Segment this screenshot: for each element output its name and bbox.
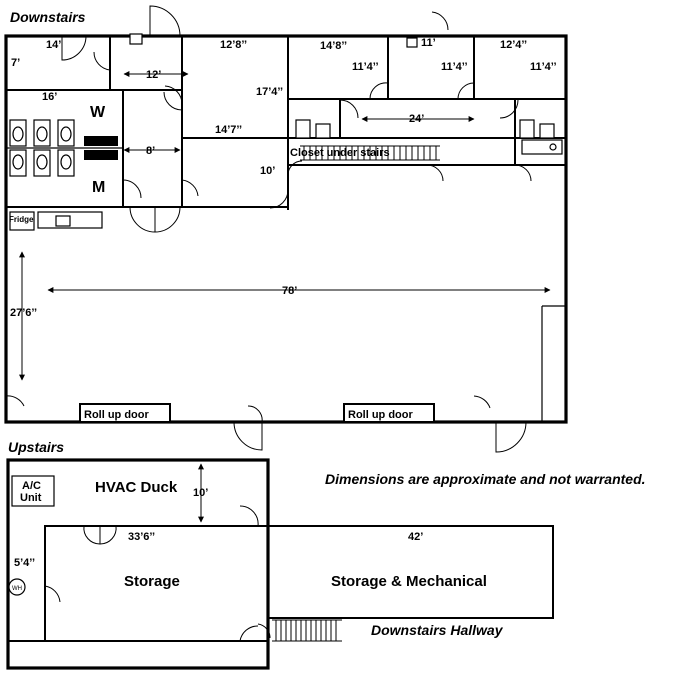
hvac-duck-label: HVAC Duck xyxy=(95,479,178,496)
doors xyxy=(5,5,532,453)
downstairs-hallway-stairs xyxy=(272,619,342,642)
downstairs-interior-walls xyxy=(6,36,566,422)
roll-up-doors xyxy=(79,403,435,423)
dim-12-8: 12’8’’ xyxy=(220,39,247,51)
upstairs-heading: Upstairs xyxy=(8,439,64,455)
dim-10: 10’ xyxy=(260,165,275,177)
closet-under-stairs-label: Closet under stairs xyxy=(290,147,390,159)
dim-12-4: 12’4’’ xyxy=(500,39,527,51)
restroom-fixtures xyxy=(9,119,563,231)
wall-windows xyxy=(220,35,348,208)
ac-unit-label-line2: Unit xyxy=(20,492,42,504)
dim-12: 12’ xyxy=(146,69,161,81)
dimension-arrows xyxy=(19,71,551,381)
dim-14-7: 14’7’’ xyxy=(215,124,242,136)
upstairs-walls xyxy=(6,458,554,670)
downstairs-outer-walls xyxy=(4,34,568,424)
fridge-label: Fridge xyxy=(9,215,34,224)
upstairs-doors xyxy=(44,505,271,642)
dim-11-4-b: 11’4’’ xyxy=(441,61,468,73)
dim-14-8: 14’8’’ xyxy=(320,40,347,52)
downstairs-hallway-label: Downstairs Hallway xyxy=(371,622,504,638)
dim-33-6: 33’6’’ xyxy=(128,531,155,543)
ac-unit xyxy=(11,475,55,507)
womens-restroom-label: W xyxy=(90,104,106,121)
hallway-stair-treads xyxy=(275,620,337,641)
dim-14: 14’ xyxy=(46,39,61,51)
roll-up-door-right-label: Roll up door xyxy=(348,409,413,421)
dim-24: 24’ xyxy=(409,113,424,125)
dim-78: 78’ xyxy=(282,285,297,297)
water-heater-icon xyxy=(8,578,26,596)
dim-7: 7’ xyxy=(11,57,20,69)
dim-11-4-a: 11’4’’ xyxy=(352,61,379,73)
dim-16: 16’ xyxy=(42,91,57,103)
dim-17-4: 17’4’’ xyxy=(256,86,283,98)
storage-mechanical-label: Storage & Mechanical xyxy=(331,573,487,590)
column-post xyxy=(129,33,143,45)
downstairs-heading: Downstairs xyxy=(10,9,86,25)
water-heater-label: WH xyxy=(12,586,22,592)
ac-unit-label-line1: A/C xyxy=(22,480,41,492)
dim-27-6: 27’6’’ xyxy=(10,307,37,319)
column-post xyxy=(406,37,418,48)
dim-10-upstairs: 10’ xyxy=(193,487,208,499)
storage-label: Storage xyxy=(124,573,180,590)
dim-11: 11’ xyxy=(421,37,436,49)
roll-up-door-left-label: Roll up door xyxy=(84,409,149,421)
mens-restroom-label: M xyxy=(92,179,105,196)
dim-8: 8’ xyxy=(146,145,155,157)
dim-5-4: 5’4’’ xyxy=(14,557,35,569)
dimensions-note: Dimensions are approximate and not warra… xyxy=(325,471,646,487)
dim-42: 42’ xyxy=(408,531,423,543)
dim-11-4-c: 11’4’’ xyxy=(530,61,557,73)
stair-treads xyxy=(303,146,437,160)
